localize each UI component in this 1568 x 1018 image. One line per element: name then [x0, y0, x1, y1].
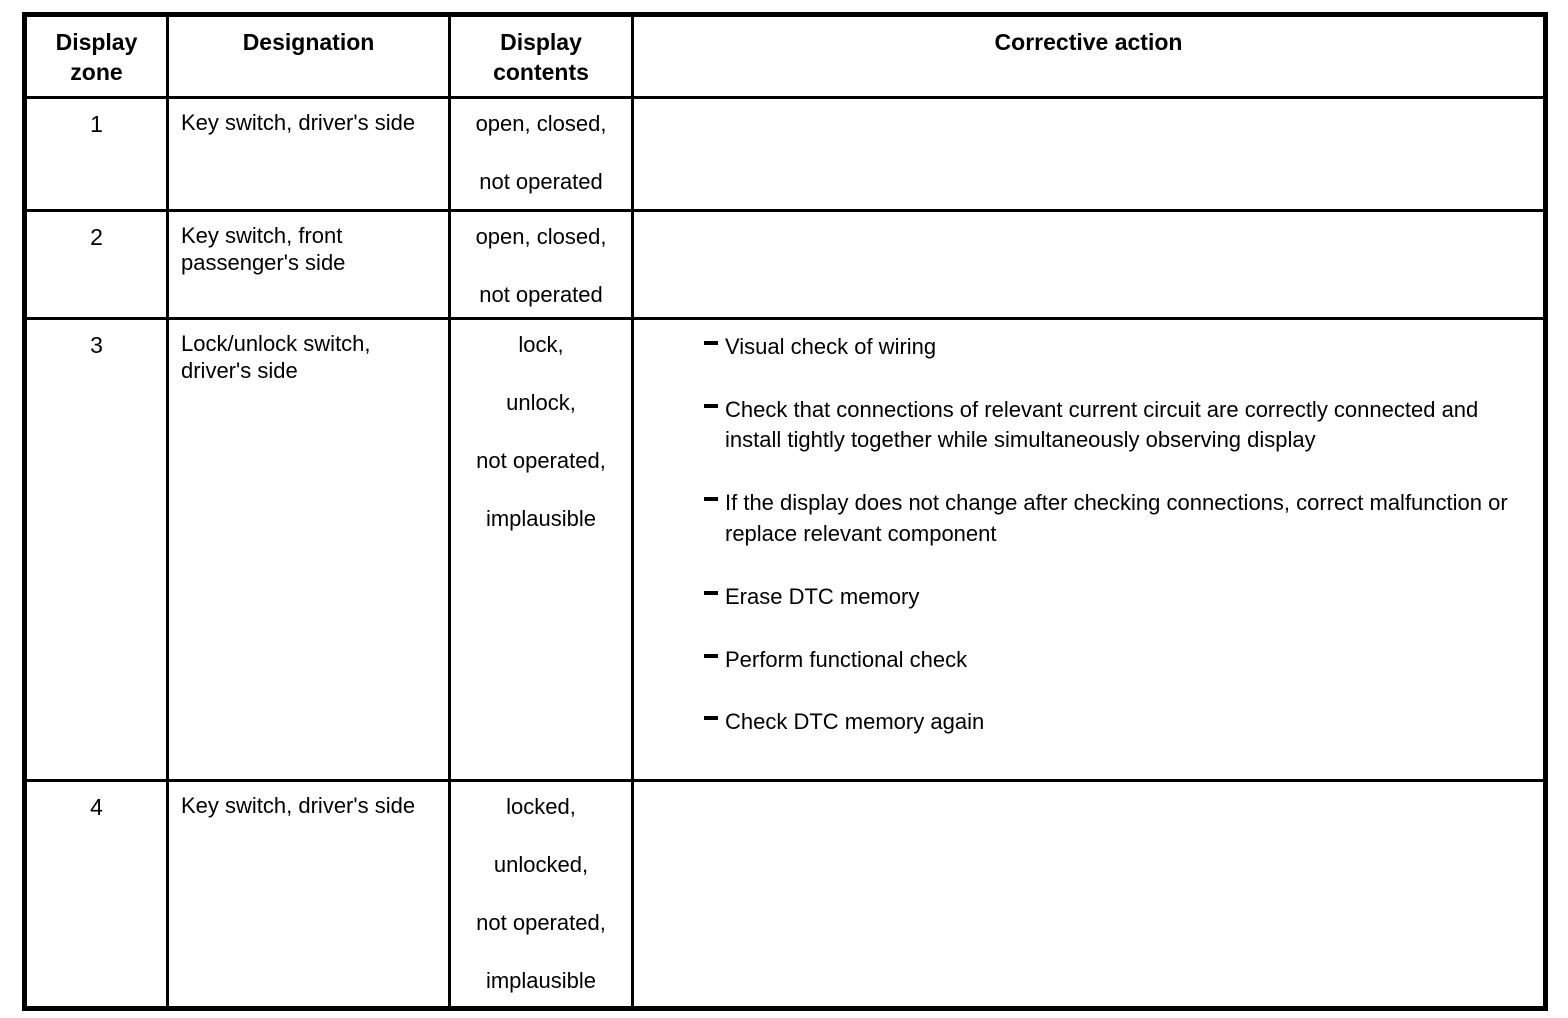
dash-bullet-icon	[704, 403, 718, 408]
designation-cell: Lock/unlock switch, driver's side	[166, 316, 451, 782]
action-item-text: Visual check of wiring	[725, 333, 937, 359]
display-contents-cell: locked, unlocked, not operated, implausible	[448, 778, 634, 1010]
display-contents-cell: open, closed, not operated	[448, 95, 634, 212]
corrective-action-cell	[631, 208, 1547, 320]
table-row: 4 Key switch, driver's side locked, unloc…	[23, 778, 1547, 1010]
action-item-text: Erase DTC memory	[725, 583, 920, 609]
zone-cell: 4	[23, 778, 169, 1010]
table-row: 2 Key switch, front passenger's side ope…	[23, 208, 1547, 320]
corrective-action-cell	[631, 778, 1547, 1010]
dash-bullet-icon	[704, 497, 718, 502]
display-content-line: open, closed,	[475, 223, 607, 249]
display-content-line: locked,	[506, 793, 576, 819]
zone-cell: 1	[23, 95, 169, 212]
designation-cell: Key switch, front passenger's side	[166, 208, 451, 320]
display-content-line: not operated,	[476, 447, 606, 473]
display-content-line: open, closed,	[475, 110, 607, 136]
action-item: Check that connections of relevant curre…	[704, 395, 1529, 457]
table-row: 3 Lock/unlock switch, driver's side lock…	[23, 316, 1547, 782]
action-item-text: If the display does not change after che…	[725, 490, 1508, 546]
display-contents-cell: lock, unlock, not operated, implausible	[448, 316, 634, 782]
action-item: Check DTC memory again	[704, 707, 1529, 738]
table-body: 1 Key switch, driver's side open, closed…	[23, 95, 1547, 1010]
zone-cell: 2	[23, 208, 169, 320]
action-item: Visual check of wiring	[704, 332, 1529, 363]
diagnostic-table: Display zone Designation Display content…	[22, 12, 1548, 1011]
dash-bullet-icon	[704, 653, 718, 658]
action-item-text: Check that connections of relevant curre…	[725, 396, 1479, 453]
display-content-line: not operated	[479, 281, 603, 307]
dash-bullet-icon	[704, 716, 718, 721]
corrective-action-cell	[631, 95, 1547, 212]
zone-cell: 3	[23, 316, 169, 782]
action-item-text: Check DTC memory again	[725, 709, 985, 735]
column-header-designation: Designation	[166, 13, 451, 99]
display-content-line: not operated,	[476, 909, 606, 935]
display-content-line: unlock,	[506, 389, 576, 415]
display-content-line: implausible	[485, 505, 597, 531]
column-header-display-contents: Display contents	[448, 13, 634, 99]
display-content-line: unlocked,	[493, 851, 589, 877]
column-header-corrective-action: Corrective action	[631, 13, 1547, 99]
action-item: Erase DTC memory	[704, 582, 1529, 613]
table-row: 1 Key switch, driver's side open, closed…	[23, 95, 1547, 212]
action-item: Perform functional check	[704, 645, 1529, 676]
action-item: If the display does not change after che…	[704, 488, 1529, 550]
dash-bullet-icon	[704, 340, 718, 345]
display-content-line: not operated	[479, 168, 603, 194]
display-content-line: lock,	[518, 331, 564, 357]
designation-cell: Key switch, driver's side	[166, 95, 451, 212]
header-row: Display zone Designation Display content…	[23, 13, 1547, 99]
action-item-text: Perform functional check	[725, 646, 968, 672]
display-content-line: implausible	[485, 967, 597, 993]
column-header-display-zone: Display zone	[23, 13, 169, 99]
designation-cell: Key switch, driver's side	[166, 778, 451, 1010]
display-contents-cell: open, closed, not operated	[448, 208, 634, 320]
dash-bullet-icon	[704, 590, 718, 595]
